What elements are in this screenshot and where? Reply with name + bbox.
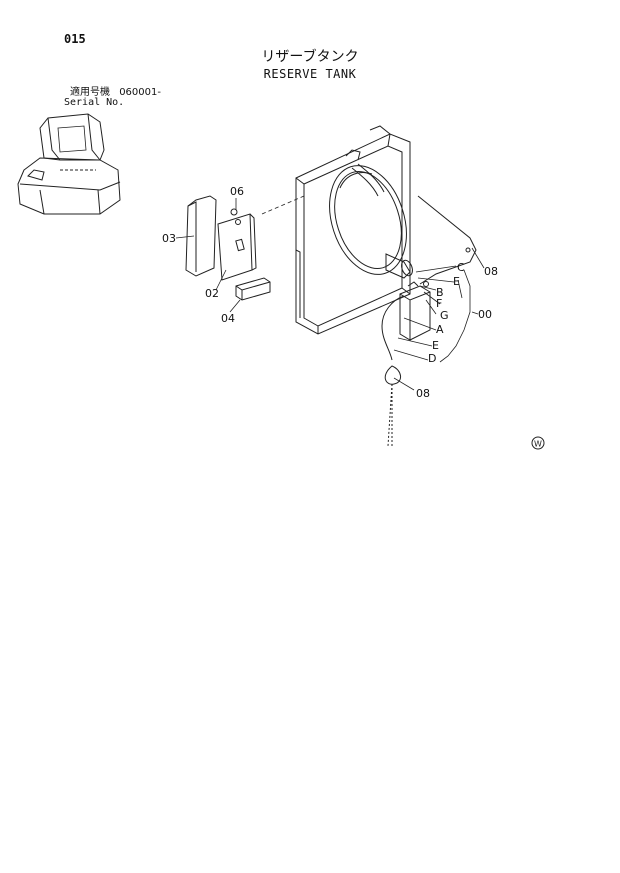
callout-02: 02 bbox=[205, 287, 219, 300]
w-mark: W bbox=[531, 436, 545, 450]
callout-00: 00 bbox=[478, 308, 492, 321]
serial-label-en: Serial No. bbox=[64, 97, 125, 108]
callout-03: 03 bbox=[162, 232, 176, 245]
callout-F: F bbox=[436, 297, 443, 310]
radiator-frame bbox=[295, 125, 413, 335]
w-mark-text: W bbox=[534, 440, 542, 449]
callout-B: B bbox=[436, 286, 444, 299]
serial-label-jp-text: 適用号機 bbox=[70, 87, 110, 98]
serial-label-jp: 適用号機 060001- bbox=[70, 88, 161, 98]
callout-06: 06 bbox=[230, 185, 244, 198]
callout-08-bottom: 08 bbox=[416, 387, 430, 400]
leader-lines bbox=[175, 195, 485, 391]
serial-value: 060001- bbox=[119, 87, 161, 98]
callout-08-top: 08 bbox=[484, 265, 498, 278]
callout-D: D bbox=[428, 352, 437, 365]
title-english: RESERVE TANK bbox=[263, 67, 357, 81]
callout-A: A bbox=[436, 323, 444, 336]
callout-E-2: E bbox=[432, 339, 439, 352]
part-04-block bbox=[235, 277, 271, 301]
machine-silhouette bbox=[17, 113, 121, 215]
callout-G: G bbox=[440, 309, 449, 322]
callout-C: C bbox=[457, 261, 465, 274]
callout-04: 04 bbox=[221, 312, 235, 325]
title-japanese: リザーブタンク bbox=[261, 49, 359, 65]
part-03-cushion bbox=[185, 195, 217, 277]
page-number: 015 bbox=[64, 32, 86, 46]
reserve-tank bbox=[381, 195, 477, 447]
callout-E-1: E bbox=[453, 275, 460, 288]
part-02-bracket bbox=[217, 208, 257, 281]
